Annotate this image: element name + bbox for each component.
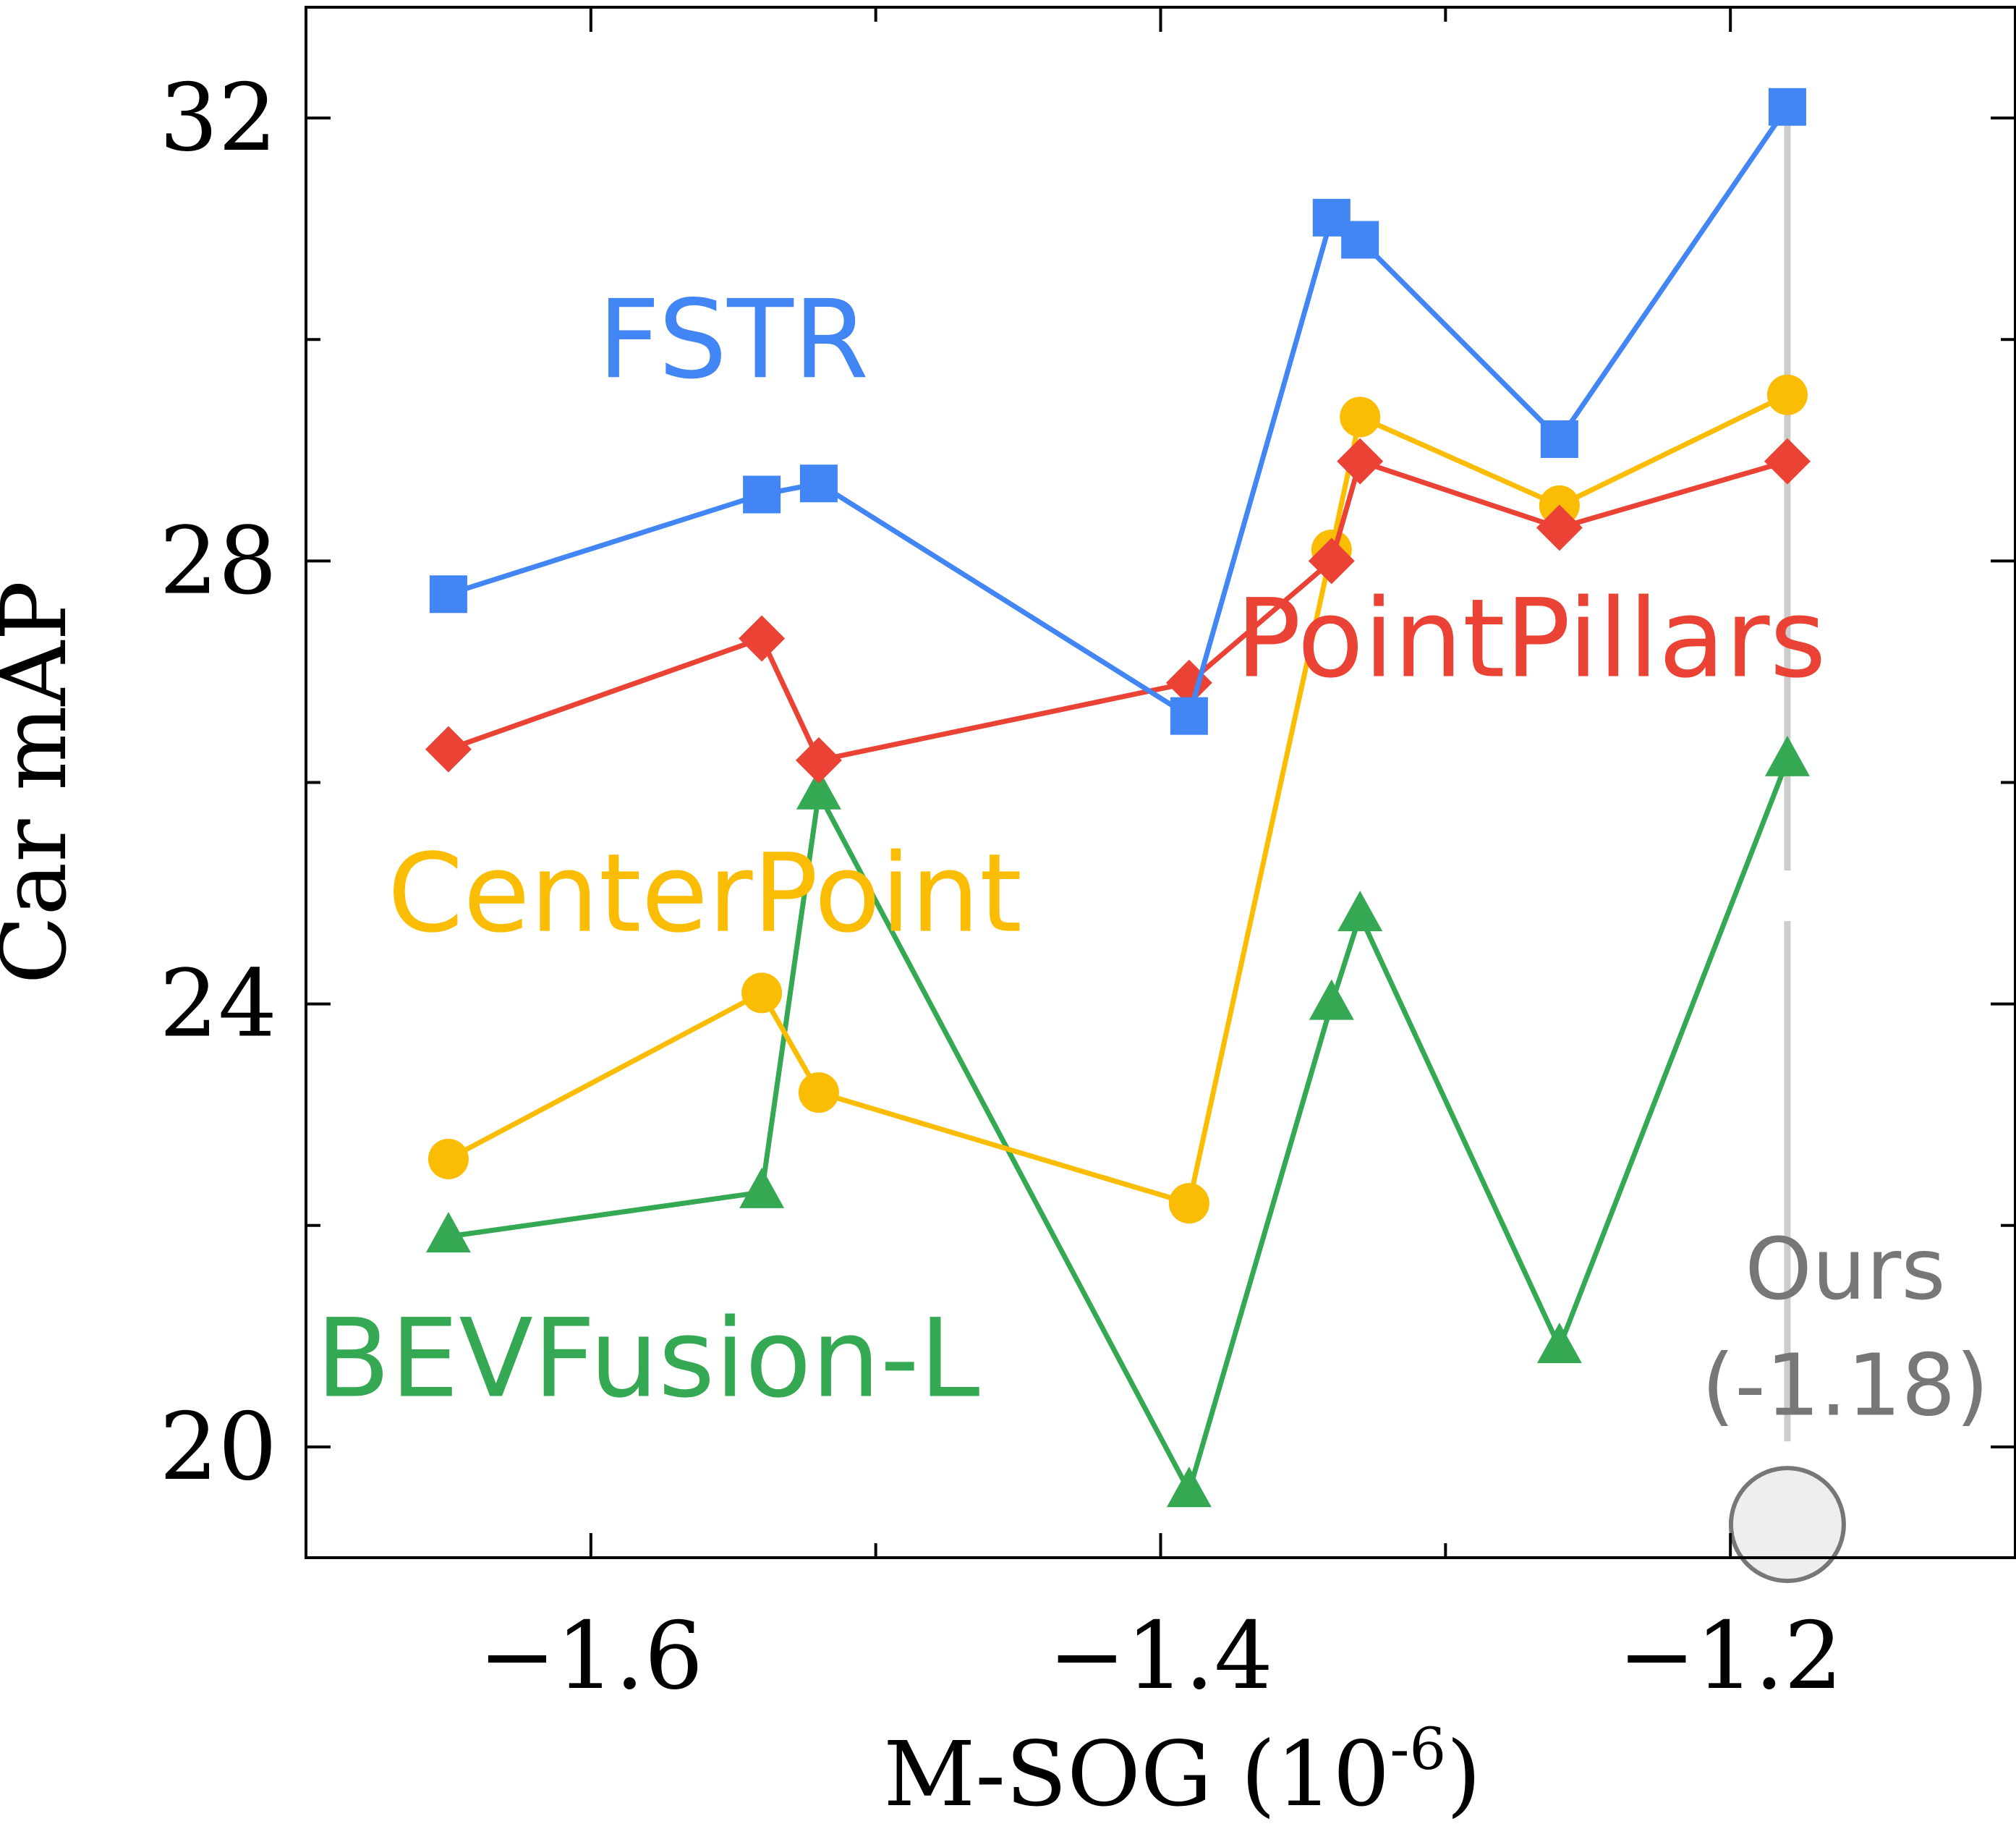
x-axis-title-main: M-SOG (10 (883, 1723, 1390, 1827)
point-pointpillars (1536, 504, 1583, 551)
point-bevfusion-l (425, 1212, 471, 1253)
point-centerpoint (1168, 1183, 1209, 1224)
point-fstr (1341, 221, 1379, 259)
series-label-centerpoint: CenterPoint (388, 831, 1022, 957)
series-label-pointpillars: PointPillars (1235, 577, 1826, 703)
point-bevfusion-l (1309, 979, 1354, 1020)
point-fstr (429, 575, 467, 614)
point-fstr (1768, 88, 1806, 126)
point-centerpoint (1766, 374, 1808, 415)
y-tick-label: 28 (159, 507, 277, 615)
x-tick-label: −1.2 (1618, 1603, 1843, 1710)
point-fstr (1540, 420, 1578, 458)
point-fstr (743, 475, 781, 514)
point-bevfusion-l (739, 1167, 785, 1208)
x-tick-label: −1.4 (1048, 1603, 1273, 1710)
point-centerpoint (428, 1138, 469, 1179)
point-bevfusion-l (1337, 891, 1383, 932)
point-pointpillars (1337, 438, 1384, 485)
series-line-bevfusion-l (448, 759, 1790, 1494)
point-centerpoint (1340, 396, 1381, 438)
point-bevfusion-l (1166, 1467, 1212, 1508)
point-fstr (1170, 697, 1208, 735)
y-tick-label: 24 (159, 951, 277, 1058)
x-axis-title: M-SOG (10-6) (883, 1715, 1481, 1827)
series-group (425, 88, 1811, 1508)
point-pointpillars (1764, 438, 1811, 485)
point-centerpoint (798, 1072, 839, 1113)
point-bevfusion-l (1764, 735, 1810, 776)
point-bevfusion-l (796, 768, 841, 810)
y-tick-label: 20 (159, 1393, 277, 1501)
y-axis-title: Car mAP (0, 580, 87, 984)
series-line-centerpoint (447, 392, 1789, 1206)
ours-label: Ours (1745, 1219, 1946, 1319)
y-tick-label: 32 (159, 64, 277, 172)
series-label-bevfusion-l: BEVFusion-L (316, 1296, 980, 1422)
point-pointpillars (425, 726, 472, 773)
point-pointpillars (795, 737, 842, 784)
ours-marker-group: Ours (-1.18) (1701, 118, 1989, 1584)
ours-marker (1728, 1466, 1846, 1584)
x-axis-title-close: ) (1446, 1723, 1481, 1827)
point-pointpillars (739, 615, 786, 662)
series-label-fstr: FSTR (597, 277, 869, 403)
x-axis-title-exponent: -6 (1390, 1715, 1446, 1783)
ours-value-label: (-1.18) (1701, 1336, 1989, 1435)
series-line-pointpillars (447, 459, 1788, 763)
axis-ticks: −1.6 −1.4 −1.2 20 24 28 32 (159, 7, 2015, 1710)
x-tick-label: −1.6 (478, 1603, 703, 1710)
point-pointpillars (1308, 538, 1355, 585)
point-bevfusion-l (1536, 1323, 1582, 1364)
point-fstr (799, 464, 838, 503)
point-centerpoint (741, 972, 783, 1014)
